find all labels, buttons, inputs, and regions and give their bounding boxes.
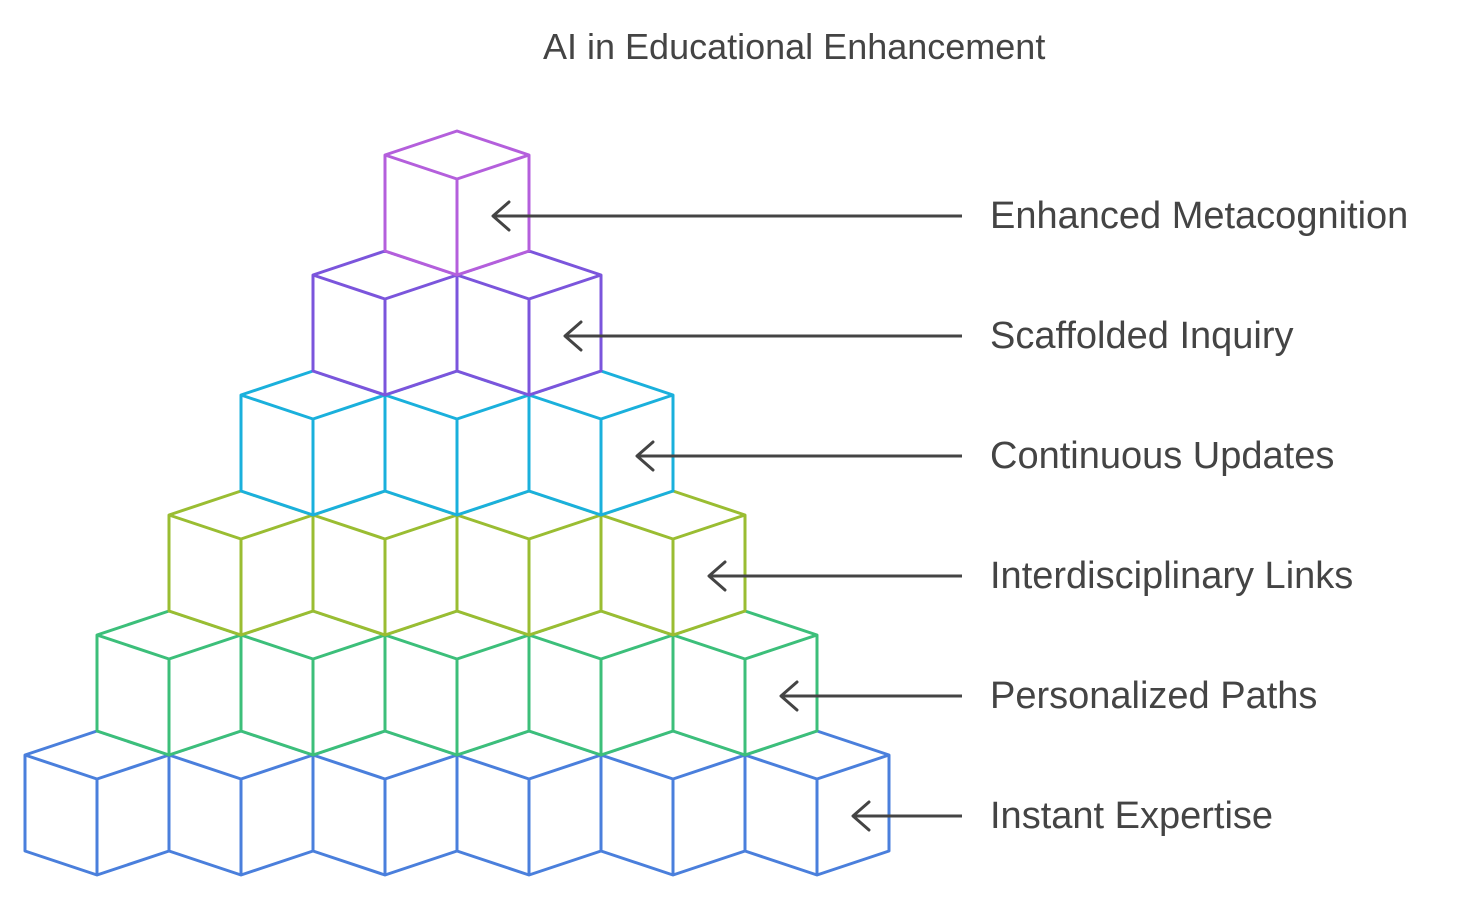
arrow-level-5 xyxy=(563,320,962,352)
label-level-2: Personalized Paths xyxy=(990,675,1318,717)
cube-row-3-3 xyxy=(455,489,603,637)
arrow-level-3 xyxy=(707,560,962,592)
cube-row-2-3 xyxy=(383,609,531,757)
cube-row-1-3 xyxy=(311,729,459,877)
cube-row-4 xyxy=(239,369,675,517)
label-level-3: Interdisciplinary Links xyxy=(990,555,1354,597)
cube-row-2-1 xyxy=(95,609,243,757)
cube-row-2-5 xyxy=(671,609,819,757)
cube-row-1-1 xyxy=(23,729,171,877)
cube-row-1-5 xyxy=(599,729,747,877)
cube-row-4-1 xyxy=(239,369,387,517)
arrow-level-6 xyxy=(491,200,962,232)
cube-row-1 xyxy=(23,729,891,877)
label-level-6: Enhanced Metacognition xyxy=(990,195,1409,237)
arrow-level-4 xyxy=(635,440,962,472)
cube-row-1-6 xyxy=(743,729,891,877)
label-level-5: Scaffolded Inquiry xyxy=(990,315,1294,357)
cube-row-5-1 xyxy=(311,249,459,397)
cube-row-3 xyxy=(167,489,747,637)
cube-row-3-1 xyxy=(167,489,315,637)
cube-row-3-2 xyxy=(311,489,459,637)
arrow-level-1 xyxy=(851,800,962,832)
cube-row-2-4 xyxy=(527,609,675,757)
label-level-1: Instant Expertise xyxy=(990,795,1274,837)
cube-row-4-2 xyxy=(383,369,531,517)
cube-row-1-2 xyxy=(167,729,315,877)
cube-row-1-4 xyxy=(455,729,603,877)
cube-row-6 xyxy=(383,129,531,277)
cube-row-2 xyxy=(95,609,819,757)
title-area: AI in Educational Enhancement xyxy=(0,0,1466,80)
cube-row-6-1 xyxy=(383,129,531,277)
cube-layers xyxy=(23,129,891,877)
label-level-4: Continuous Updates xyxy=(990,435,1335,477)
arrow-level-2 xyxy=(779,680,962,712)
diagram-title: AI in Educational Enhancement xyxy=(543,26,1046,67)
cube-row-2-2 xyxy=(239,609,387,757)
arrow-layer xyxy=(491,200,962,832)
